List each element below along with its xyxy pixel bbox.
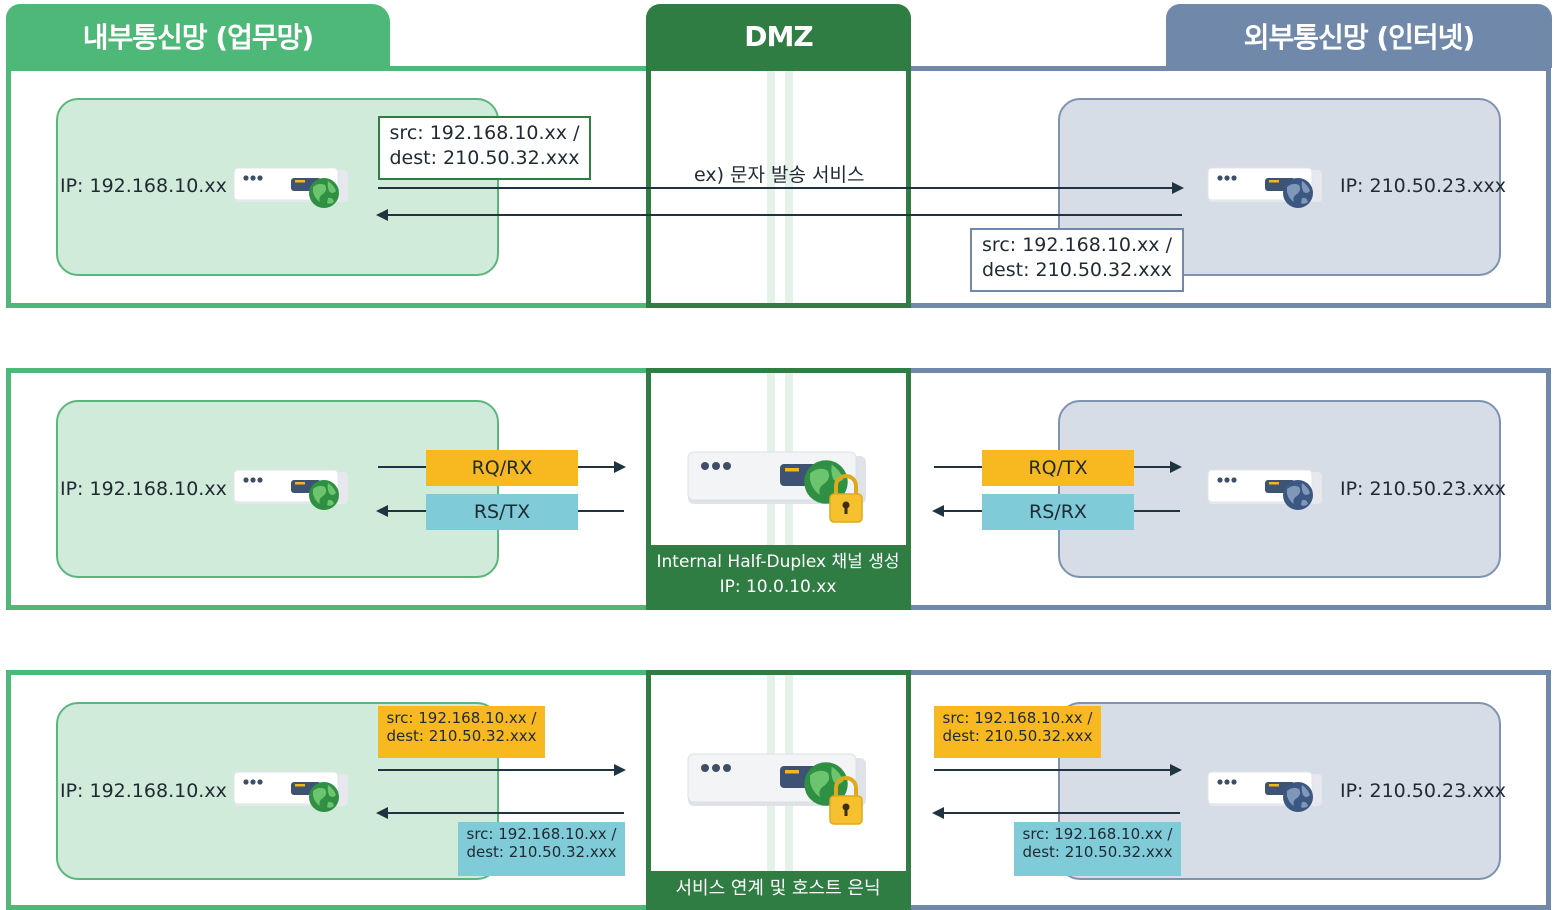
- external-host-ip: IP: 210.50.23.xxx: [1340, 175, 1506, 197]
- dmz-channel-line: [785, 71, 793, 303]
- external-host-ip: IP: 210.50.23.xxx: [1340, 478, 1506, 500]
- internal-host-ip: IP: 192.168.10.xx: [60, 478, 227, 500]
- request-tx-label: RQ/TX: [982, 450, 1134, 486]
- internal-zone: [6, 66, 648, 308]
- internal-host-ip: IP: 192.168.10.xx: [60, 175, 227, 197]
- left-response-label: src: 192.168.10.xx / dest: 210.50.32.xxx: [458, 822, 625, 876]
- dmz-service-caption: 서비스 연계 및 호스트 은닉: [648, 871, 908, 907]
- internal-zone: [6, 670, 648, 910]
- dmz-zone: [646, 66, 911, 308]
- right-request-label: src: 192.168.10.xx / dest: 210.50.32.xxx: [934, 706, 1101, 758]
- external-network-header: 외부통신망 (인터넷): [1166, 4, 1552, 68]
- response-tx-label: RS/TX: [426, 494, 578, 530]
- dmz-channel-line: [767, 71, 775, 303]
- request-rx-label: RQ/RX: [426, 450, 578, 486]
- service-example-note: ex) 문자 발송 서비스: [694, 164, 865, 186]
- external-host-ip: IP: 210.50.23.xxx: [1340, 780, 1506, 802]
- response-packet-label: src: 192.168.10.xx / dest: 210.50.32.xxx: [970, 228, 1184, 292]
- external-zone: [908, 368, 1551, 610]
- dmz-header: DMZ: [646, 4, 911, 68]
- internal-host-ip: IP: 192.168.10.xx: [60, 780, 227, 802]
- internal-zone: [6, 368, 648, 610]
- response-rx-label: RS/RX: [982, 494, 1134, 530]
- dmz-channel-caption-line: Internal Half-Duplex 채널 생성: [656, 552, 900, 572]
- request-packet-label: src: 192.168.10.xx / dest: 210.50.32.xxx: [378, 116, 591, 180]
- dmz-channel-ip: IP: 10.0.10.xx: [719, 577, 837, 597]
- left-request-label: src: 192.168.10.xx / dest: 210.50.32.xxx: [378, 706, 545, 758]
- internal-network-header: 내부통신망 (업무망): [6, 4, 390, 68]
- external-zone: [908, 66, 1551, 308]
- right-response-label: src: 192.168.10.xx / dest: 210.50.32.xxx: [1014, 822, 1181, 876]
- dmz-channel-caption: Internal Half-Duplex 채널 생성 IP: 10.0.10.x…: [648, 545, 908, 607]
- external-zone: [908, 670, 1551, 910]
